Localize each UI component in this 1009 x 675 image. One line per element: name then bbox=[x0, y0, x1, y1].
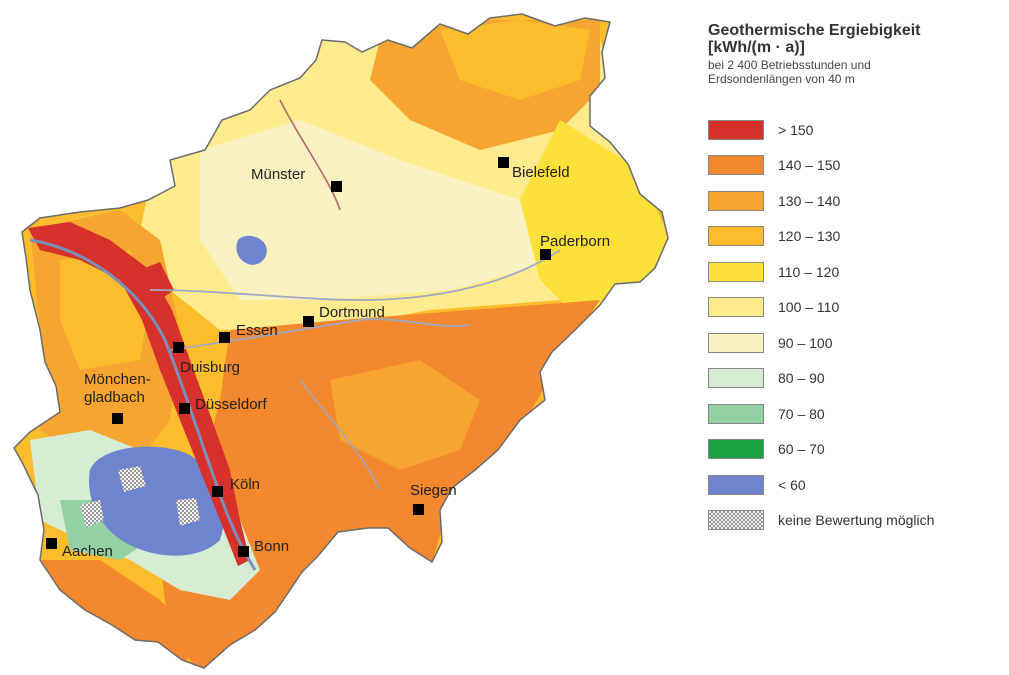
legend-item: 110 – 120 bbox=[708, 254, 1004, 290]
city-label-duisburg: Duisburg bbox=[180, 359, 240, 376]
city-marker bbox=[212, 486, 223, 497]
legend-item-label: 130 – 140 bbox=[778, 192, 841, 209]
legend-swatch bbox=[708, 439, 764, 460]
state-border bbox=[13, 13, 669, 669]
legend-item: keine Bewertung möglich bbox=[708, 503, 1004, 539]
legend-swatch bbox=[708, 190, 764, 211]
map-zone-no-assessment-3 bbox=[176, 498, 200, 526]
city-marker bbox=[173, 342, 184, 353]
city-marker bbox=[331, 181, 342, 192]
legend-item: 90 – 100 bbox=[708, 325, 1004, 361]
city-essen: Essen bbox=[219, 322, 278, 343]
river-rhine bbox=[29, 238, 257, 571]
legend-item-label: 110 – 120 bbox=[778, 263, 840, 280]
legend-item: > 150 bbox=[708, 112, 1004, 148]
legend-item-label: 70 – 80 bbox=[778, 405, 825, 422]
city-label-moenchengladbach-1: Mönchen- bbox=[84, 371, 151, 388]
legend-subtitle-line1: bei 2 400 Betriebsstunden und bbox=[708, 58, 871, 72]
city-duisburg: Duisburg bbox=[173, 342, 240, 376]
legend-item: 70 – 80 bbox=[708, 396, 1004, 432]
city-moenchengladbach: Mönchen- gladbach bbox=[84, 371, 151, 424]
city-dortmund: Dortmund bbox=[303, 304, 385, 327]
legend-swatch bbox=[708, 368, 764, 389]
legend-item: 80 – 90 bbox=[708, 361, 1004, 397]
city-label-siegen: Siegen bbox=[410, 482, 457, 499]
map-zone-light bbox=[200, 120, 560, 300]
legend-item-label: 80 – 90 bbox=[778, 370, 825, 387]
legend-item: 120 – 130 bbox=[708, 219, 1004, 255]
legend-title-line1: Geothermische Ergiebigkeit bbox=[708, 22, 921, 39]
map-zone-rhine-red bbox=[28, 222, 250, 566]
city-paderborn: Paderborn bbox=[540, 233, 610, 260]
legend-swatch bbox=[708, 510, 764, 531]
city-aachen: Aachen bbox=[46, 538, 113, 560]
map-zone-no-assessment-1 bbox=[80, 500, 104, 528]
river-lippe bbox=[149, 249, 561, 301]
city-bielefeld: Bielefeld bbox=[498, 157, 570, 181]
legend-item: 140 – 150 bbox=[708, 148, 1004, 184]
city-marker bbox=[219, 332, 230, 343]
legend-swatch bbox=[708, 332, 764, 353]
city-muenster: Münster bbox=[251, 166, 342, 192]
river-ems bbox=[279, 99, 341, 211]
legend-item-label: > 150 bbox=[778, 121, 814, 138]
legend-subtitle-line2: Erdsondenlängen von 40 m bbox=[708, 72, 855, 86]
city-marker bbox=[179, 403, 190, 414]
city-label-duesseldorf: Düsseldorf bbox=[195, 396, 268, 413]
city-label-muenster: Münster bbox=[251, 166, 305, 183]
map-zone-blue-small bbox=[236, 235, 267, 265]
legend-item: 130 – 140 bbox=[708, 183, 1004, 219]
legend-swatch bbox=[708, 119, 764, 140]
legend-item-label: < 60 bbox=[778, 476, 806, 493]
city-marker bbox=[413, 504, 424, 515]
legend: Geothermische Ergiebigkeit [kWh/(m · a)]… bbox=[708, 22, 1004, 538]
river-sieg bbox=[299, 379, 381, 491]
legend-title-line2: [kWh/(m · a)] bbox=[708, 39, 805, 56]
legend-item: < 60 bbox=[708, 467, 1004, 503]
map-zone-no-assessment-2 bbox=[118, 466, 146, 492]
map-zone-northeast-yellow bbox=[440, 20, 590, 100]
map-zone-green-dark bbox=[60, 500, 150, 560]
city-duesseldorf: Düsseldorf bbox=[179, 396, 268, 414]
legend-swatch bbox=[708, 155, 764, 176]
city-label-moenchengladbach-2: gladbach bbox=[84, 389, 145, 406]
legend-swatch bbox=[708, 297, 764, 318]
city-koeln: Köln bbox=[212, 476, 260, 497]
city-bonn: Bonn bbox=[238, 538, 289, 557]
legend-items: > 150 140 – 150 130 – 140 120 – 130 110 – 12… bbox=[708, 112, 1004, 538]
city-marker bbox=[238, 546, 249, 557]
legend-item-label: 120 – 130 bbox=[778, 228, 841, 245]
city-marker bbox=[498, 157, 509, 168]
city-siegen: Siegen bbox=[410, 482, 457, 515]
city-label-bielefeld: Bielefeld bbox=[512, 164, 570, 181]
map-zone-south-inner bbox=[330, 360, 480, 470]
legend-swatch bbox=[708, 403, 764, 424]
city-marker bbox=[303, 316, 314, 327]
legend-swatch bbox=[708, 474, 764, 495]
legend-item-label: keine Bewertung möglich bbox=[778, 512, 935, 529]
city-label-paderborn: Paderborn bbox=[540, 233, 610, 250]
city-label-essen: Essen bbox=[236, 322, 278, 339]
legend-swatch bbox=[708, 226, 764, 247]
legend-item: 100 – 110 bbox=[708, 290, 1004, 326]
legend-swatch bbox=[708, 261, 764, 282]
city-marker bbox=[112, 413, 123, 424]
legend-item-label: 60 – 70 bbox=[778, 441, 825, 458]
legend-item-label: 140 – 150 bbox=[778, 157, 841, 174]
city-marker bbox=[540, 249, 551, 260]
legend-item: 60 – 70 bbox=[708, 432, 1004, 468]
legend-item-label: 90 – 100 bbox=[778, 334, 833, 351]
city-label-koeln: Köln bbox=[230, 476, 260, 493]
legend-item-label: 100 – 110 bbox=[778, 299, 840, 316]
nrw-map: Münster Bielefeld Paderborn Dortmund Ess… bbox=[13, 13, 669, 669]
city-label-aachen: Aachen bbox=[62, 543, 113, 560]
city-label-bonn: Bonn bbox=[254, 538, 289, 555]
city-marker bbox=[46, 538, 57, 549]
city-label-dortmund: Dortmund bbox=[319, 304, 385, 321]
map-zone-south bbox=[160, 300, 600, 668]
